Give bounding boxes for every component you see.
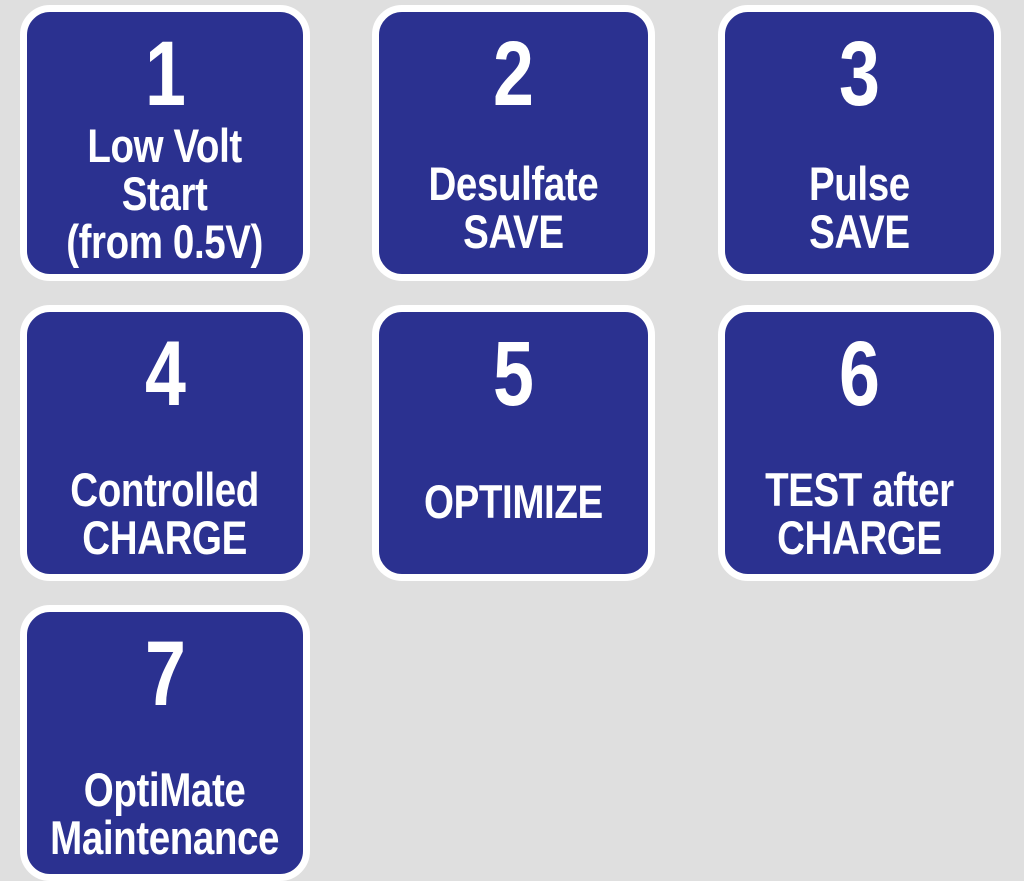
step-tile-7[interactable]: 7 OptiMate Maintenance	[20, 605, 310, 881]
step-number-1: 1	[144, 23, 186, 125]
step-tile-3[interactable]: 3 Pulse SAVE	[718, 5, 1001, 281]
step-number-5: 5	[493, 323, 534, 425]
step-label-6: TEST after CHARGE	[765, 463, 954, 564]
step-label-5: OPTIMIZE	[424, 475, 603, 528]
step-tile-5[interactable]: 5 OPTIMIZE	[372, 305, 655, 581]
step-tile-2[interactable]: 2 Desulfate SAVE	[372, 5, 655, 281]
step-number-6: 6	[839, 323, 880, 425]
step-label-7: OptiMate Maintenance	[50, 763, 280, 864]
step-number-7: 7	[144, 623, 186, 725]
step-tile-4[interactable]: 4 Controlled CHARGE	[20, 305, 310, 581]
step-label-4: Controlled CHARGE	[70, 463, 260, 564]
step-label-1: Low Volt Start (from 0.5V)	[66, 119, 264, 268]
step-label-2: Desulfate SAVE	[428, 157, 599, 258]
step-number-4: 4	[144, 323, 186, 425]
step-tile-6[interactable]: 6 TEST after CHARGE	[718, 305, 1001, 581]
step-number-3: 3	[839, 23, 880, 125]
step-tile-1[interactable]: 1 Low Volt Start (from 0.5V)	[20, 5, 310, 281]
step-label-3: Pulse SAVE	[809, 157, 910, 258]
step-number-2: 2	[493, 23, 534, 125]
